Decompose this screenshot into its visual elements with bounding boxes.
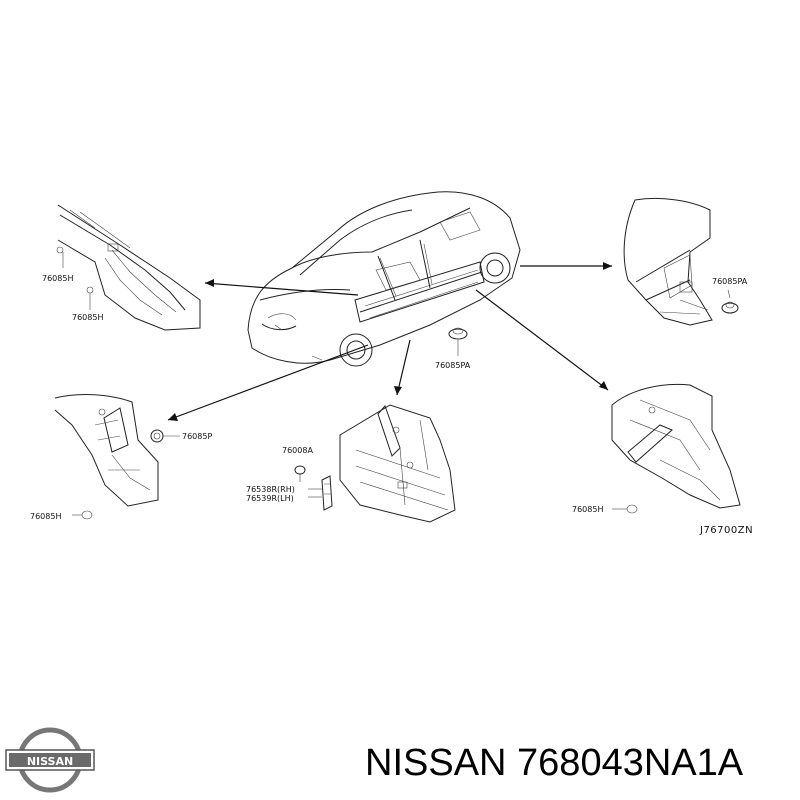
center-clip-part [448, 327, 468, 356]
label-76538r-rh: 76538R(RH) [246, 485, 295, 494]
label-76085p: 76085P [182, 432, 212, 441]
label-76085pa-center: 76085PA [435, 361, 471, 370]
label-76085pa-right: 76085PA [712, 277, 748, 286]
inset-top-left [56, 204, 201, 331]
inset-bottom-right [611, 383, 741, 514]
label-76085h-top-b: 76085H [72, 313, 103, 322]
logo-text: NISSAN [27, 755, 73, 768]
label-76085h-top-a: 76085H [42, 274, 73, 283]
label-76085h-bottom-right: 76085H [572, 505, 603, 514]
label-76008a: 76008A [282, 446, 313, 455]
inset-top-right [623, 197, 739, 326]
callout-arrows [167, 262, 612, 421]
inset-bottom-left [54, 394, 180, 520]
label-76539r-lh: 76539R(LH) [246, 494, 294, 503]
diagram-code: J76700ZN [699, 525, 753, 536]
nissan-logo: NISSAN [5, 727, 95, 793]
car-body-illustration [247, 191, 521, 367]
label-76085h-bottom-left: 76085H [30, 512, 61, 521]
inset-bottom-center [294, 404, 456, 523]
part-title: NISSAN 768043NA1A [365, 742, 744, 784]
